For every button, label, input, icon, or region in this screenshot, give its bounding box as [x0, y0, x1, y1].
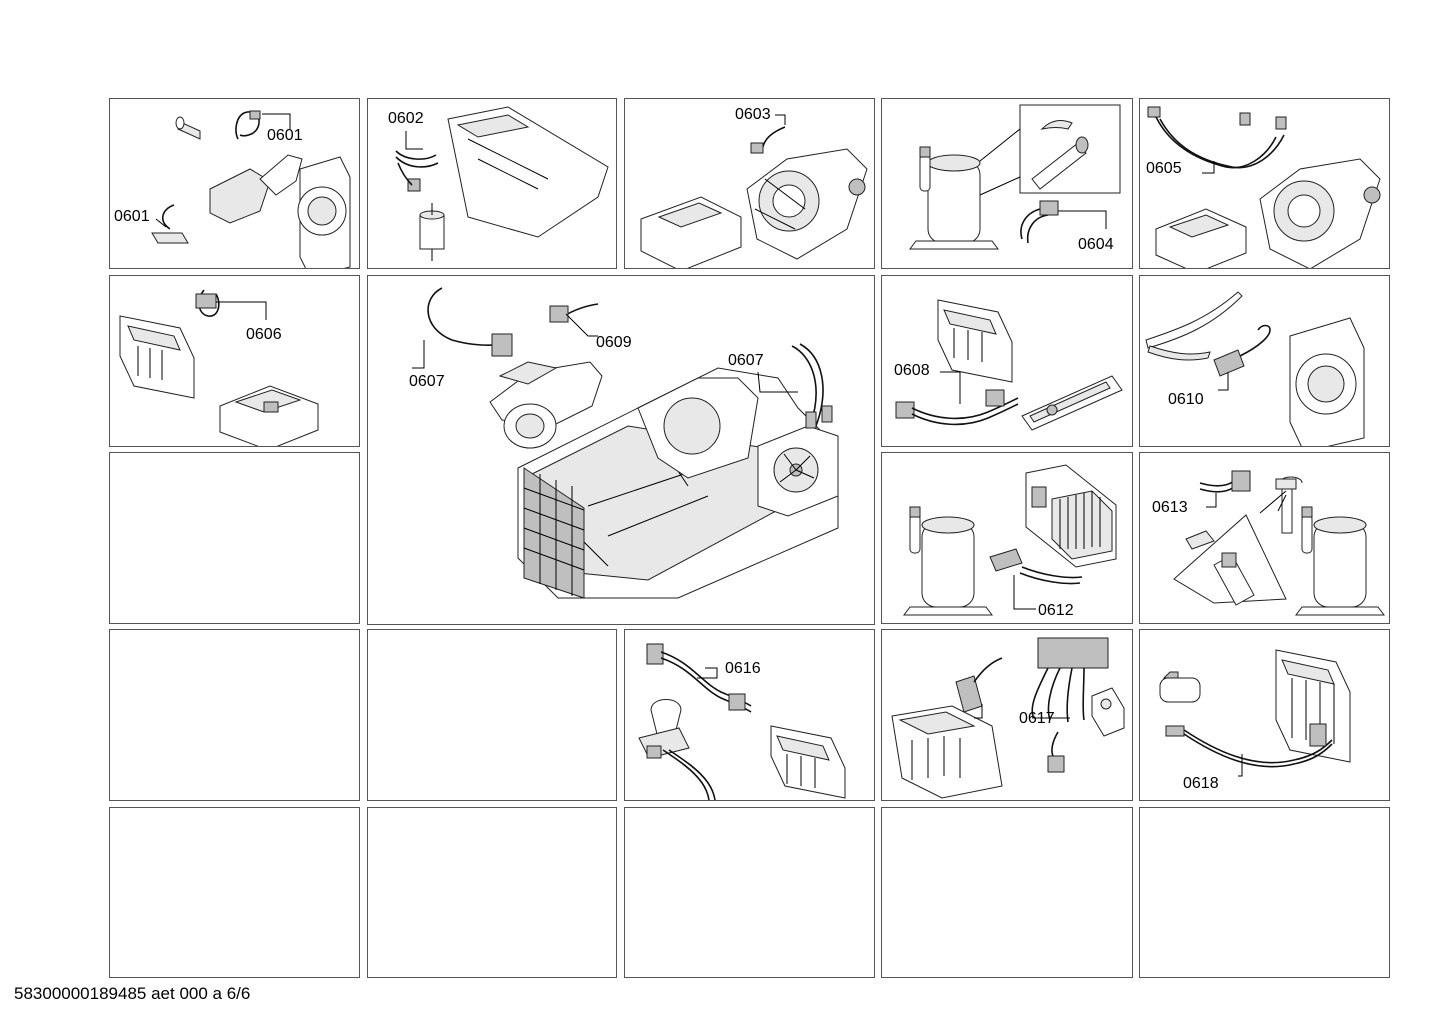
part-number-0617: 0617 [1019, 710, 1055, 727]
part-number-0610: 0610 [1168, 391, 1204, 408]
parts-drawing-0603 [640, 114, 868, 268]
part-number-0602: 0602 [388, 110, 424, 127]
document-id: 58300000189485 aet 000 a 6/6 [14, 984, 251, 1003]
cell-0602[interactable]: 0602 [367, 98, 617, 269]
part-number-0605: 0605 [1146, 160, 1182, 177]
part-number-0607-left: 0607 [409, 373, 445, 390]
parts-drawing-0602 [395, 106, 609, 261]
parts-drawing-0605 [1147, 106, 1381, 268]
part-number-0616: 0616 [725, 660, 761, 677]
cell-0613[interactable]: 0613 [1139, 452, 1390, 624]
part-number-0609: 0609 [596, 334, 632, 351]
cell-0610[interactable]: 0610 [1139, 275, 1390, 447]
cell-empty-r5-c2 [367, 807, 617, 978]
parts-drawing-0613 [1173, 470, 1385, 616]
part-number-0613: 0613 [1152, 499, 1188, 516]
cell-empty-r5-c4 [881, 807, 1133, 978]
cell-empty-r3-c1 [109, 452, 360, 624]
cell-0607-0609[interactable]: 0607 0609 0607 [367, 275, 875, 625]
cell-empty-r5-c3 [624, 807, 875, 978]
parts-drawing-0617 [891, 637, 1125, 799]
cell-0608[interactable]: 0608 [881, 275, 1133, 447]
cell-0616[interactable]: 0616 [624, 629, 875, 801]
parts-drawing-0610 [1145, 291, 1365, 446]
part-number-0618: 0618 [1183, 775, 1219, 792]
cell-0617[interactable]: 0617 [881, 629, 1133, 801]
cell-0605[interactable]: 0605 [1139, 98, 1390, 269]
cell-0618[interactable]: 0618 [1139, 629, 1390, 801]
part-number-0607-right: 0607 [728, 352, 764, 369]
cell-0603[interactable]: 0603 [624, 98, 875, 269]
parts-drawing-0612 [903, 464, 1117, 616]
part-number-0612: 0612 [1038, 602, 1074, 619]
cell-empty-r5-c1 [109, 807, 360, 978]
parts-drawing-0608 [895, 299, 1123, 431]
cell-empty-r4-c1 [109, 629, 360, 801]
cell-0601[interactable]: 0601 0601 [109, 98, 360, 269]
part-number-0606: 0606 [246, 326, 282, 343]
cell-0612[interactable]: 0612 [881, 452, 1133, 624]
cell-0606[interactable]: 0606 [109, 275, 360, 447]
parts-drawing-0618 [1159, 649, 1351, 777]
part-number-0603: 0603 [735, 106, 771, 123]
parts-drawing-0601 [151, 110, 351, 268]
parts-drawing-0604 [909, 104, 1121, 250]
cell-empty-r4-c2 [367, 629, 617, 801]
part-number-0601-top: 0601 [267, 127, 303, 144]
part-number-0601-left: 0601 [114, 208, 150, 225]
part-number-0608: 0608 [894, 362, 930, 379]
parts-drawing-0606 [119, 289, 319, 446]
part-number-0604: 0604 [1078, 236, 1114, 253]
parts-drawing-0607-0609 [412, 287, 839, 599]
cell-0604[interactable]: 0604 [881, 98, 1133, 269]
parts-drawing-0616 [638, 643, 846, 800]
cell-empty-r5-c5 [1139, 807, 1390, 978]
